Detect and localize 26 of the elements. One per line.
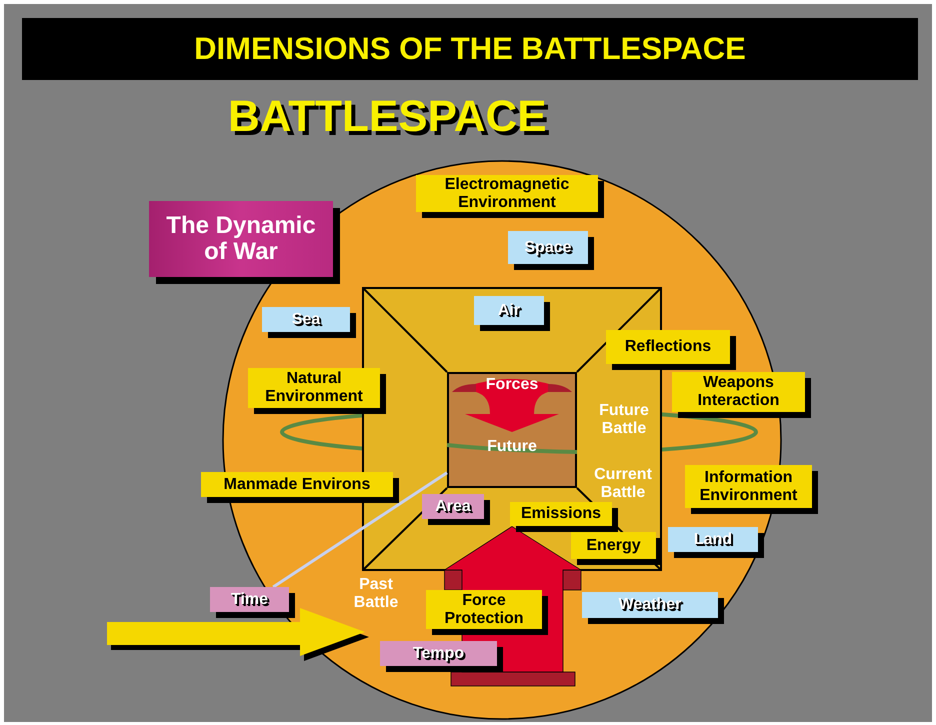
domain-label: Weather: [582, 592, 718, 618]
zone-label: Past Battle: [352, 576, 400, 613]
connector-line: [272, 471, 448, 588]
dimension-label: Energy: [571, 532, 656, 559]
time-label: Time: [210, 587, 289, 612]
inner-label: Future: [487, 438, 537, 456]
dimension-label: Emissions: [510, 502, 612, 526]
dimension-label: Manmade Environs: [201, 472, 393, 497]
arrow-label: Forces: [484, 376, 540, 394]
zone-label: Future Battle: [598, 402, 650, 439]
time-label: Tempo: [380, 641, 497, 666]
zone-label: Current Battle: [593, 466, 653, 503]
dimension-label: Electromagnetic Environment: [416, 175, 598, 212]
domain-label: Land: [668, 527, 758, 552]
dimension-label: Weapons Interaction: [672, 372, 805, 412]
domain-label: Space: [508, 231, 588, 264]
dimension-label: Force Protection: [426, 590, 542, 629]
title-card: The Dynamic of War: [149, 201, 333, 277]
dimension-label: Natural Environment: [248, 368, 380, 408]
domain-label: Sea: [262, 307, 350, 332]
big-heading: BATTLESPACE: [228, 92, 548, 143]
time-label: Area: [422, 494, 484, 519]
title-bar: DIMENSIONS OF THE BATTLESPACE: [22, 18, 918, 80]
domain-label: Air: [474, 296, 544, 325]
dimension-label: Information Environment: [685, 465, 812, 508]
dimension-label: Reflections: [606, 330, 730, 364]
